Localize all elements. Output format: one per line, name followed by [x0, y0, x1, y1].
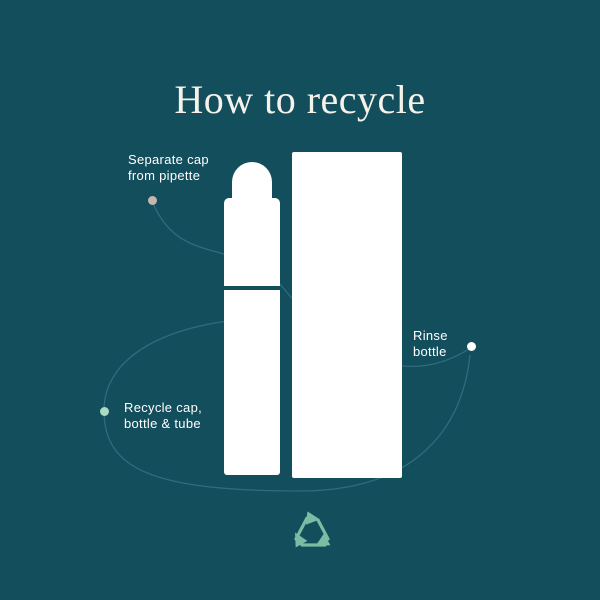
dot-rinse-bottle	[467, 342, 476, 351]
label-separate-cap: Separate cap from pipette	[128, 152, 209, 184]
label-rinse-bottle: Rinse bottle	[413, 328, 448, 360]
pipette-tube-illustration	[224, 290, 280, 475]
label-recycle-all: Recycle cap, bottle & tube	[124, 400, 202, 432]
dot-separate-cap	[148, 196, 157, 205]
page-title: How to recycle	[174, 77, 426, 122]
label-recycle-all-line1: Recycle cap,	[124, 400, 203, 415]
pipette-cap-illustration	[224, 198, 280, 286]
label-rinse-bottle-line1: Rinse	[413, 328, 448, 343]
label-separate-cap-line2: from pipette	[128, 168, 201, 183]
pipette-bulb-illustration	[232, 162, 272, 202]
label-separate-cap-line1: Separate cap	[128, 152, 209, 167]
bottle-illustration	[292, 152, 402, 478]
label-rinse-bottle-line2: bottle	[413, 344, 447, 359]
dot-recycle-all	[100, 407, 109, 416]
label-recycle-all-line2: bottle & tube	[124, 416, 201, 431]
recycle-icon	[294, 511, 331, 548]
